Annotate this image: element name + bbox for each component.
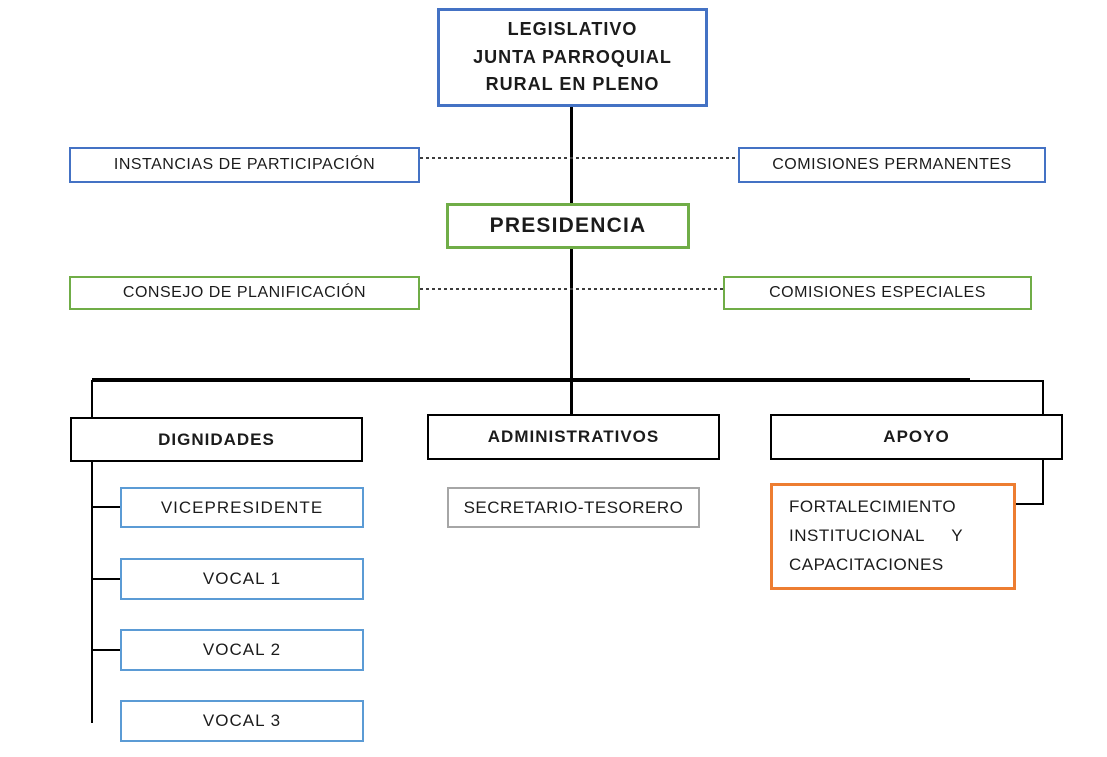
connector-branch-horizontal [92,378,970,382]
connector-stub-vocal-1 [92,578,120,580]
node-label: DIGNIDADES [158,429,275,449]
node-label: VOCAL 2 [202,640,282,660]
node-line: CAPACITACIONES [789,554,944,574]
node-label: VOCAL 1 [202,569,282,589]
dotted-connector-participacion-permanentes [420,157,738,159]
node-vocal-3: VOCAL 3 [120,700,364,742]
node-label: COMISIONES ESPECIALES [769,284,986,301]
connector-dignidades-spine [91,380,93,723]
node-vocal-2: VOCAL 2 [120,629,364,671]
node-vicepresidente: VICEPRESIDENTE [120,487,364,528]
connector-presidencia-trunk [570,249,573,414]
connector-stub-vicepresidente [92,506,120,508]
node-label: APOYO [883,427,950,447]
node-dignidades: DIGNIDADES [70,417,363,462]
node-fortalecimiento-institucional: FORTALECIMIENTO INSTITUCIONAL Y CAPACITA… [770,483,1016,590]
node-label: VICEPRESIDENTE [160,497,324,517]
connector-branch-horizontal-extension [968,380,1044,382]
node-line: FORTALECIMIENTO [789,497,957,517]
node-secretario-tesorero: SECRETARIO-TESORERO [447,487,700,528]
node-line: INSTITUCIONAL Y [789,526,964,546]
connector-stub-vocal-2 [92,649,120,651]
node-label: COMISIONES PERMANENTES [772,156,1012,173]
node-line: JUNTA PARROQUIAL [473,46,672,67]
node-consejo-de-planificacion: CONSEJO DE PLANIFICACIÓN [69,276,420,310]
node-apoyo: APOYO [770,414,1063,460]
connector-fortalecimiento-elbow [1016,503,1044,505]
node-label: CONSEJO DE PLANIFICACIÓN [122,284,367,301]
node-label: INSTANCIAS DE PARTICIPACIÓN [113,156,376,173]
node-administrativos: ADMINISTRATIVOS [427,414,720,460]
node-legislativo-junta-parroquial: LEGISLATIVO JUNTA PARROQUIAL RURAL EN PL… [437,8,708,107]
node-line: RURAL EN PLENO [485,74,660,95]
node-line: LEGISLATIVO [507,18,638,39]
node-label: VOCAL 3 [202,711,282,731]
connector-legislativo-presidencia [570,107,573,203]
node-vocal-1: VOCAL 1 [120,558,364,600]
node-comisiones-especiales: COMISIONES ESPECIALES [723,276,1032,310]
node-label: ADMINISTRATIVOS [487,427,660,447]
node-comisiones-permanentes: COMISIONES PERMANENTES [738,147,1046,183]
dotted-connector-planificacion-especiales [420,288,723,290]
node-presidencia: PRESIDENCIA [446,203,690,249]
node-label: PRESIDENCIA [489,214,647,238]
node-label: SECRETARIO-TESORERO [463,497,684,517]
node-instancias-de-participacion: INSTANCIAS DE PARTICIPACIÓN [69,147,420,183]
